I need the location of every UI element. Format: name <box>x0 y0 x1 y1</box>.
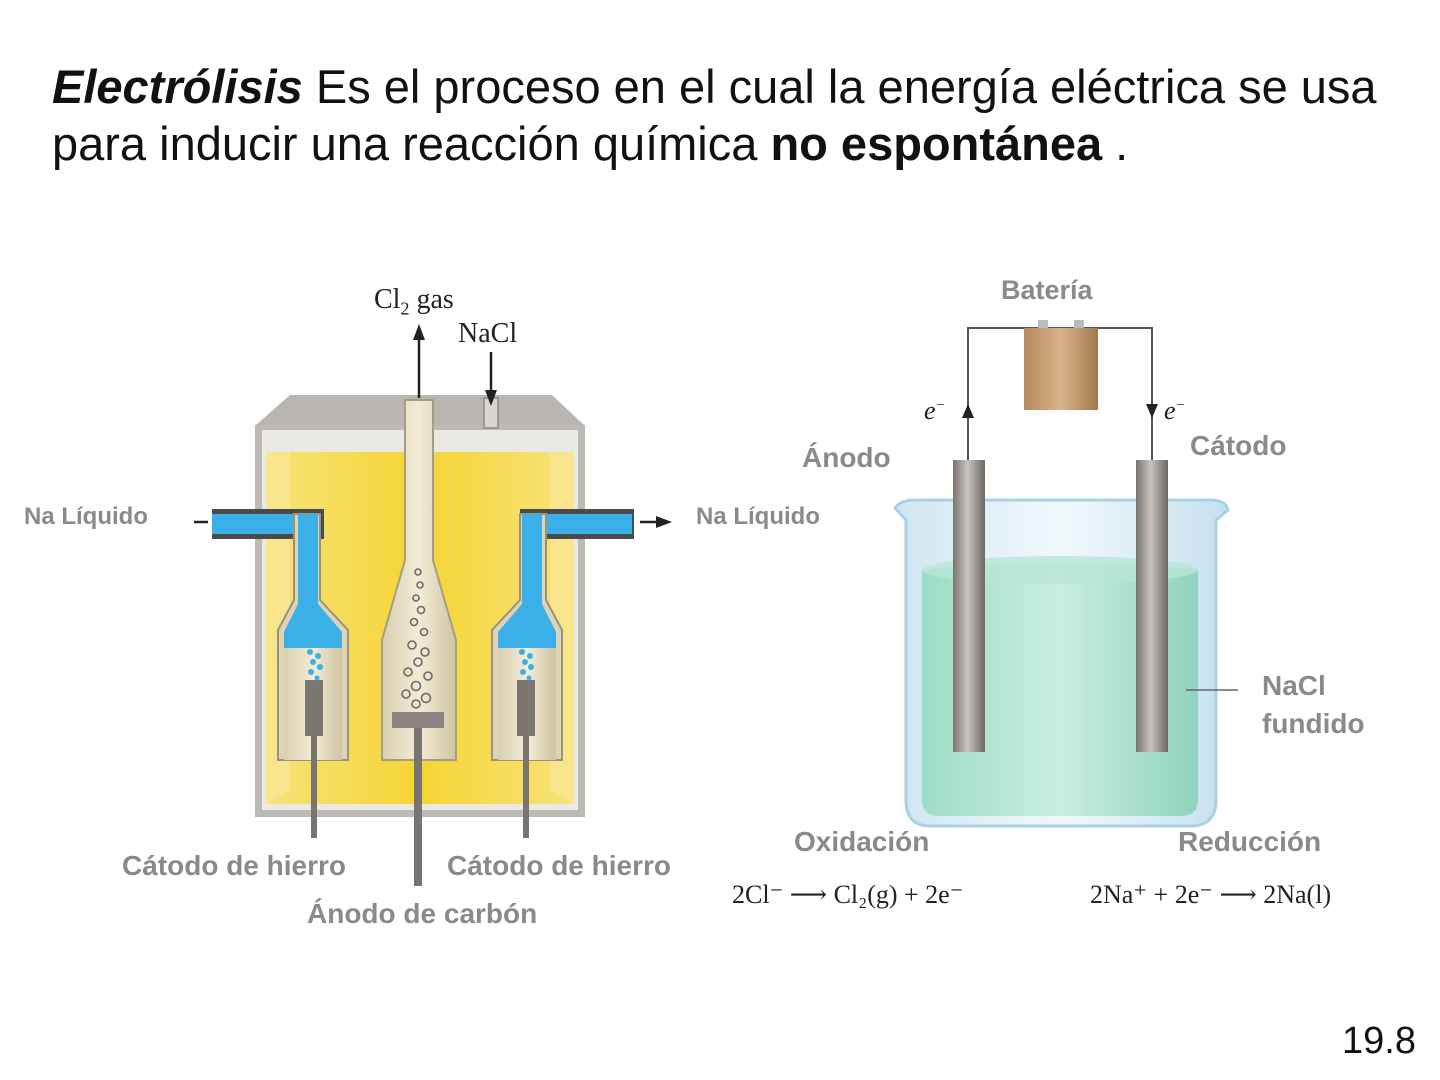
cathode-rod-left <box>305 680 323 736</box>
na-liquid-right-label: Na Líquido <box>696 503 820 530</box>
electrolysis-beaker <box>893 320 1238 828</box>
oxidation-label: Oxidación <box>794 826 930 857</box>
slide-title: Electrólisis Es el proceso en el cual la… <box>52 58 1392 172</box>
cathode-rod-right <box>517 680 535 736</box>
anode-carbon-label: Ánodo de carbón <box>307 898 538 929</box>
electrolyte-label-line2: fundido <box>1262 708 1365 739</box>
title-end: . <box>1102 117 1129 170</box>
carbon-anode-rod <box>414 728 422 886</box>
cl2-gas-label: Cl2 gas <box>374 284 454 319</box>
reduction-equation: 2Na⁺ + 2e⁻ ⟶ 2Na(l) <box>1090 880 1332 909</box>
electron-right-label: e− <box>1164 396 1186 425</box>
title-text: Es el proceso en el cual la energía eléc… <box>52 60 1377 170</box>
nacl-inlet-label: NaCl <box>458 318 518 349</box>
na-liquid-left-label: Na Líquido <box>24 503 148 530</box>
downs-cell <box>194 324 672 886</box>
anode-label: Ánodo <box>802 442 891 473</box>
anode-rod <box>953 460 985 752</box>
sodium-pipe-right <box>524 514 632 534</box>
electron-left-label: e− <box>924 396 946 425</box>
carbon-anode-top <box>392 712 444 728</box>
title-emphasis: no espontánea <box>770 117 1103 170</box>
cathode-label: Cátodo <box>1190 430 1287 461</box>
electrolyte-label-line1: NaCl <box>1262 670 1326 701</box>
oxidation-equation: 2Cl⁻ ⟶ Cl₂(g) + 2e⁻ <box>732 880 964 909</box>
battery-icon <box>1024 328 1098 410</box>
chlorine-collector <box>381 399 457 761</box>
reduction-label: Reducción <box>1178 826 1322 857</box>
title-term: Electrólisis <box>52 60 303 113</box>
cathode-rod <box>1136 460 1168 752</box>
cathode-right-label: Cátodo de hierro <box>447 850 672 881</box>
battery-label: Batería <box>1001 275 1093 305</box>
molten-nacl-liquid <box>922 562 1198 816</box>
slide-number: 19.8 <box>1342 1020 1416 1062</box>
cathode-left-label: Cátodo de hierro <box>122 850 347 881</box>
